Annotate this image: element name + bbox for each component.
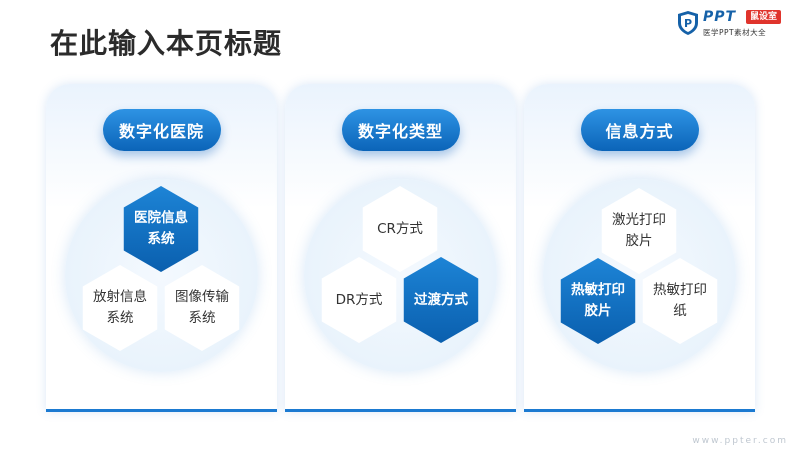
card-heading-pill: 信息方式 [580, 109, 699, 151]
hex-right-highlighted: 过渡方式 [403, 257, 479, 343]
hex-right: 热敏打印纸 [642, 258, 718, 344]
hex-label: 激光打印胶片 [612, 212, 666, 249]
watermark: www.ppter.com [692, 436, 788, 446]
card-info-method: 信息方式 激光打印胶片 热敏打印胶片 热敏打印纸 [524, 84, 755, 412]
card-digital-type: 数字化类型 CR方式 DR方式 过渡方式 [285, 84, 516, 412]
hex-label: 图像传输系统 [175, 289, 229, 326]
hex-left: DR方式 [321, 257, 397, 343]
hex-label: CR方式 [377, 220, 423, 237]
hex-left-highlighted: 热敏打印胶片 [560, 258, 636, 344]
hex-label: 热敏打印胶片 [571, 282, 625, 319]
hex-left: 放射信息系统 [82, 265, 158, 351]
card-digital-hospital: 数字化医院 医院信息系统 放射信息系统 图像传输系统 [46, 84, 277, 412]
card-heading-pill: 数字化医院 [102, 109, 221, 151]
logo-badge: 鼠设室 [746, 10, 782, 24]
hex-label: DR方式 [335, 291, 383, 308]
shield-logo-icon: P [678, 11, 698, 35]
logo-brand-text: PPT [703, 9, 737, 25]
hex-top: 激光打印胶片 [601, 188, 677, 274]
hex-label: 放射信息系统 [93, 289, 147, 326]
card-heading-pill: 数字化类型 [341, 109, 460, 151]
hex-label: 医院信息系统 [134, 210, 188, 247]
hex-label: 热敏打印纸 [653, 282, 707, 319]
hex-right: 图像传输系统 [164, 265, 240, 351]
svg-text:P: P [684, 17, 692, 30]
page-title: 在此输入本页标题 [50, 27, 283, 60]
brand-logo: P PPT 鼠设室 医学PPT素材大全 [677, 9, 797, 39]
logo-subtitle: 医学PPT素材大全 [703, 28, 767, 37]
hex-label: 过渡方式 [414, 291, 468, 308]
